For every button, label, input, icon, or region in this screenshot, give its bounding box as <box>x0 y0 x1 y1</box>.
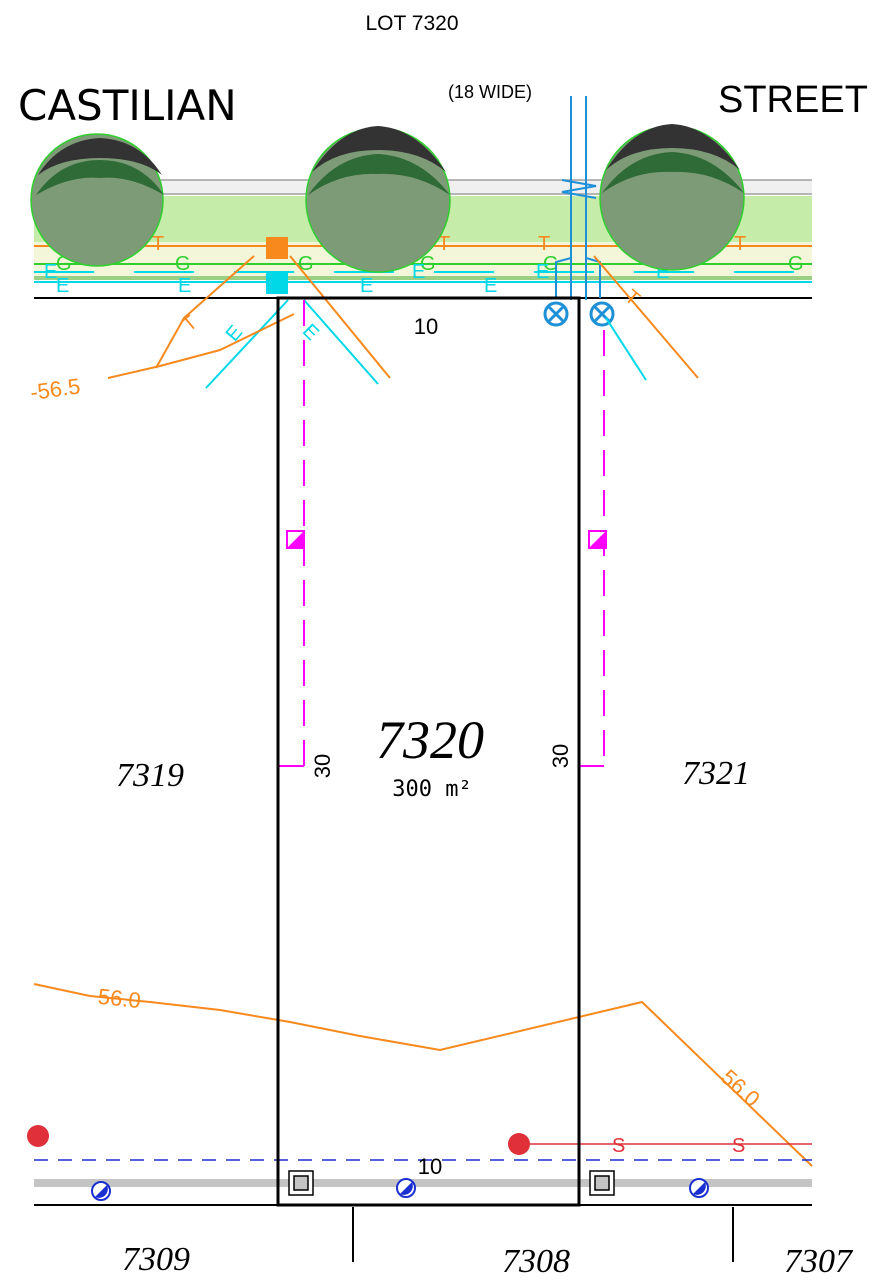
stormwater-icon <box>396 1178 416 1198</box>
svg-text:G: G <box>543 253 559 275</box>
svg-text:E: E <box>178 275 191 297</box>
electric-pit-icon <box>266 272 288 294</box>
easement-left <box>278 300 305 767</box>
tree-1 <box>30 133 164 267</box>
inspection-point-icon <box>588 530 607 549</box>
svg-text:T: T <box>734 233 746 255</box>
rear-pit-icon <box>589 1170 615 1196</box>
street-width-note: (18 WIDE) <box>448 82 532 102</box>
rear-pit-icon <box>288 1170 314 1196</box>
tree-2 <box>305 126 451 273</box>
contour-line-upper <box>107 313 295 379</box>
stormwater-icon <box>689 1178 709 1198</box>
neighbour-lot-right: 7321 <box>682 755 750 792</box>
svg-text:T: T <box>438 233 450 255</box>
svg-text:E: E <box>298 320 323 345</box>
tree-3 <box>599 124 745 271</box>
contour-label-upper: -56.5 <box>29 373 82 405</box>
contour-label-lower-right: 56.0 <box>716 1064 765 1111</box>
neighbour-lot-left: 7319 <box>116 757 184 794</box>
svg-text:G: G <box>420 253 436 275</box>
water-meter-icon <box>589 301 615 327</box>
water-meter-icon <box>543 301 569 327</box>
contour-line-lower <box>33 983 813 1167</box>
svg-text:T: T <box>152 233 164 255</box>
depth-dimension-left: 30 <box>310 754 335 778</box>
svg-text:E: E <box>44 261 57 283</box>
neighbour-lot-rear-left: 7309 <box>122 1241 190 1278</box>
lot-area: 300 m² <box>392 777 471 802</box>
svg-text:S: S <box>612 1135 625 1157</box>
plan-title: LOT 7320 <box>365 12 458 35</box>
sewer-labels: S S <box>612 1135 745 1157</box>
contour-label-lower-left: 56.0 <box>97 984 142 1013</box>
svg-text:G: G <box>175 253 191 275</box>
sewer-junction-icon <box>508 1133 530 1155</box>
telecom-pit-icon <box>266 237 288 259</box>
svg-text:T: T <box>538 233 550 255</box>
svg-text:G: G <box>788 253 804 275</box>
svg-text:E: E <box>412 261 425 283</box>
svg-text:G: G <box>298 253 314 275</box>
electric-line <box>34 271 812 283</box>
stormwater-icon <box>91 1181 111 1201</box>
street-name-right: STREET <box>718 79 868 121</box>
svg-text:E: E <box>536 261 549 283</box>
rear-dimension: 10 <box>418 1154 442 1179</box>
inspection-point-icon <box>286 530 305 549</box>
lot-number: 7320 <box>376 710 484 770</box>
svg-text:E: E <box>484 275 497 297</box>
frontage-dimension: 10 <box>414 314 438 339</box>
electric-labels: E E E E E E E E <box>44 261 669 297</box>
lot-boundary[interactable] <box>276 296 581 1207</box>
svg-text:S: S <box>732 1135 745 1157</box>
sewer-junction-icon <box>27 1125 49 1147</box>
depth-dimension-right: 30 <box>548 744 573 768</box>
svg-text:E: E <box>56 275 69 297</box>
street-name-left: CASTILIAN <box>18 81 237 130</box>
neighbour-lot-rear-right: 7307 <box>784 1243 854 1280</box>
svg-text:E: E <box>360 275 373 297</box>
svg-text:T: T <box>178 312 202 337</box>
neighbour-lot-rear-mid: 7308 <box>502 1243 570 1280</box>
